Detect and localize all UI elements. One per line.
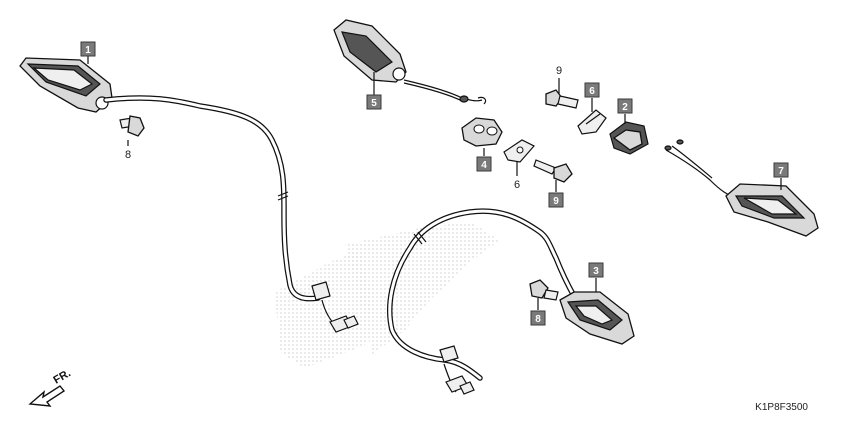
svg-text:6: 6: [589, 86, 595, 97]
frame-shading: [275, 222, 500, 368]
svg-text:8: 8: [535, 314, 541, 325]
front-direction-indicator: FR.: [28, 367, 73, 407]
bolt-part-8-right[interactable]: [529, 279, 559, 301]
svg-text:1: 1: [85, 45, 91, 56]
left-harness-cable: [103, 95, 359, 333]
callout-4: 4: [476, 156, 492, 172]
callout-6-plain: 6: [514, 179, 520, 191]
callout-7: 7: [773, 162, 789, 178]
drawing-code: K1P8F3500: [755, 402, 808, 413]
svg-text:9: 9: [553, 196, 559, 207]
svg-text:7: 7: [778, 166, 784, 177]
callout-6-boxed: 6: [584, 82, 600, 98]
svg-text:3: 3: [593, 266, 599, 277]
turn-signal-front-left[interactable]: [19, 57, 113, 113]
right-harness-cable: [387, 208, 577, 395]
turn-signal-front-right[interactable]: [559, 291, 635, 345]
direction-label: FR.: [52, 367, 73, 386]
grommet-part-4[interactable]: [461, 117, 503, 147]
turn-signal-upper[interactable]: [333, 19, 487, 105]
bolt-part-9-upper[interactable]: [545, 89, 579, 109]
direction-arrow-icon: [28, 385, 66, 407]
connector-part-2[interactable]: [609, 121, 649, 155]
callout-8-boxed: 8: [530, 310, 546, 326]
callout-9-plain: 9: [556, 65, 562, 77]
callout-5: 5: [366, 94, 382, 110]
leader-lines: [87, 56, 782, 310]
callout-8-plain: 8: [125, 149, 131, 161]
clip-part-6-left[interactable]: [503, 139, 535, 163]
turn-signal-rear-right[interactable]: [664, 139, 819, 237]
callout-1: 1: [80, 41, 96, 57]
svg-text:2: 2: [622, 102, 628, 113]
callout-9-boxed: 9: [548, 192, 564, 208]
callout-2: 2: [617, 98, 633, 114]
bracket-part-6[interactable]: [577, 109, 607, 135]
callout-3: 3: [588, 262, 604, 278]
bolt-part-8-left[interactable]: [119, 115, 145, 137]
bolt-part-9-lower[interactable]: [533, 159, 573, 183]
svg-text:5: 5: [371, 98, 377, 109]
svg-text:4: 4: [481, 160, 487, 171]
